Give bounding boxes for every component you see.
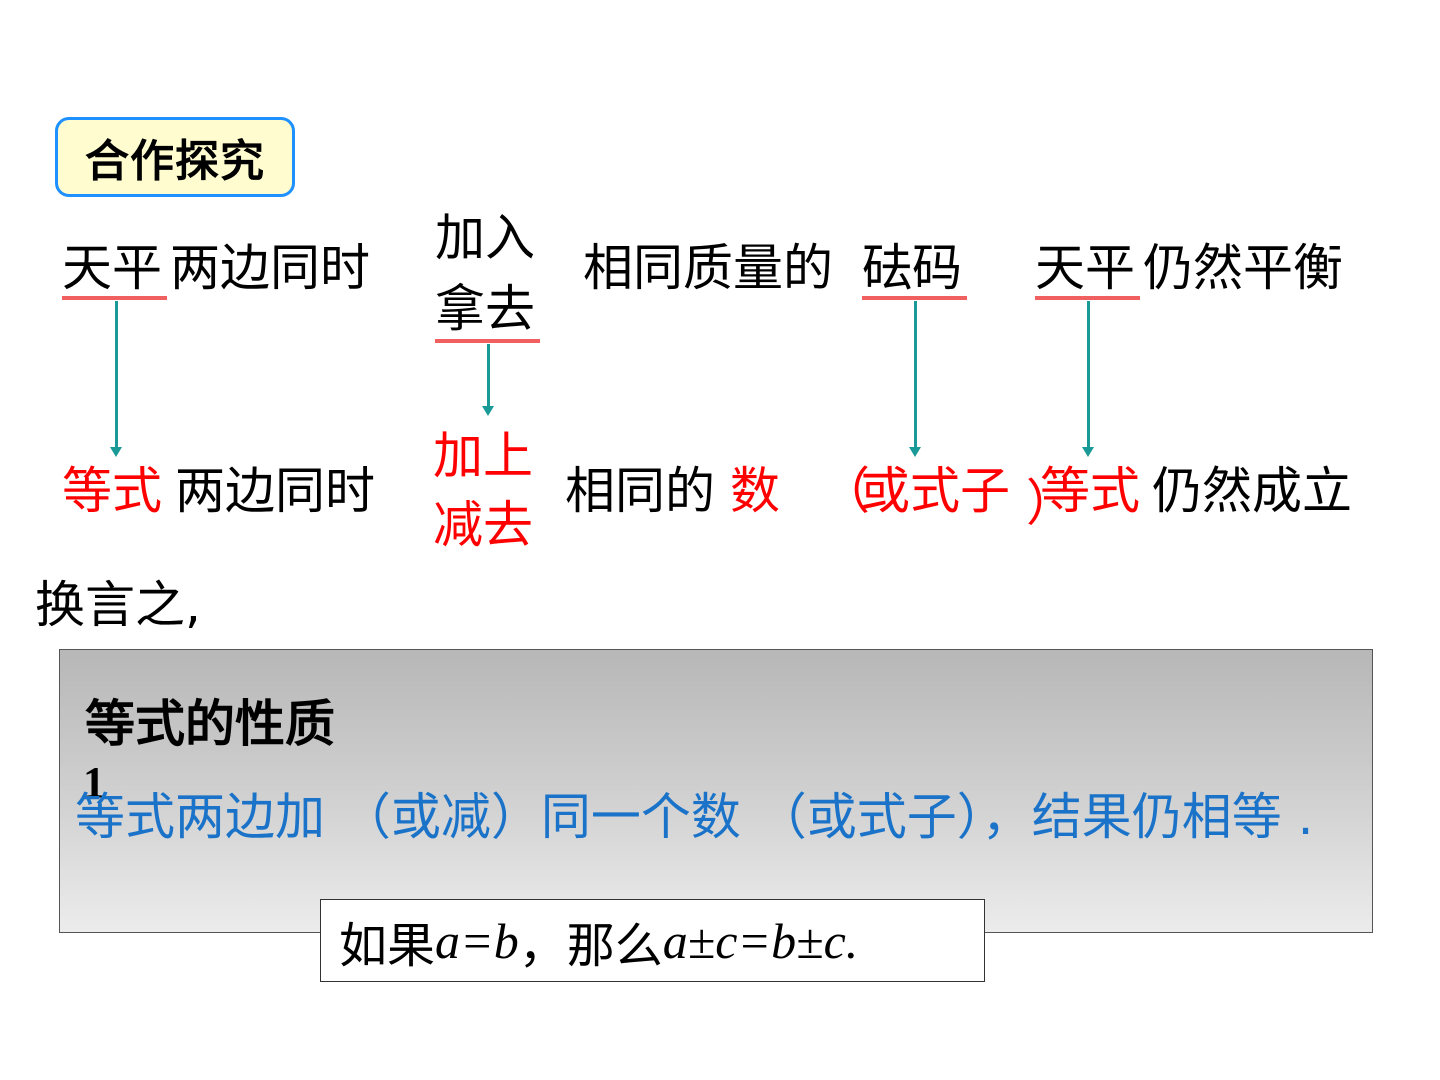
row1-same-mass: 相同质量的 — [583, 239, 833, 297]
row2-both-sides: 两边同时 — [175, 462, 375, 520]
row2-equation-2: 等式 — [1040, 462, 1140, 520]
row2-paren-open: （ — [820, 462, 870, 520]
formula-box: 如果 a=b ，那么 a±c=b±c. — [320, 899, 985, 982]
property-statement: 等式两边加 （或减）同一个数 （或式子），结果仍相等 . — [75, 788, 1314, 846]
row2-add: 加上 — [433, 427, 533, 485]
row2-still-holds: 仍然成立 — [1152, 462, 1352, 520]
arrow-down-1 — [110, 301, 122, 457]
arrow-down-3 — [909, 301, 921, 457]
row2-paren-close: ） — [1026, 474, 1076, 532]
formula-result: a±c=b±c. — [662, 912, 859, 969]
underline-balance-2 — [1035, 296, 1140, 300]
row1-both-sides: 两边同时 — [170, 239, 370, 297]
row2-equation: 等式 — [62, 462, 162, 520]
property-number: 1 — [83, 758, 105, 807]
row2-or-expression: 或式子 — [860, 462, 1010, 520]
arrow-down-4 — [1082, 301, 1094, 457]
in-other-words: 换言之, — [35, 576, 201, 634]
row1-add: 加入 — [435, 209, 535, 267]
row1-balance-2: 天平 — [1035, 239, 1135, 297]
underline-balance — [62, 296, 167, 300]
row1-still-balanced: 仍然平衡 — [1143, 239, 1343, 297]
row2-same: 相同的 — [565, 462, 715, 520]
row1-remove: 拿去 — [435, 280, 535, 338]
row1-balance: 天平 — [62, 239, 162, 297]
row2-number: 数 — [730, 462, 780, 520]
property-title: 等式的性质 — [85, 695, 335, 753]
arrow-down-2 — [482, 344, 494, 416]
row2-subtract: 减去 — [433, 496, 533, 554]
underline-remove — [435, 339, 540, 343]
section-tag: 合作探究 — [55, 117, 295, 197]
property-box — [59, 649, 1373, 933]
formula-prefix: 如果 — [339, 917, 436, 974]
row1-weights: 砝码 — [862, 239, 962, 297]
formula-comma: ，那么 — [518, 917, 663, 974]
formula-condition: a=b — [435, 912, 519, 969]
underline-weights — [862, 296, 967, 300]
